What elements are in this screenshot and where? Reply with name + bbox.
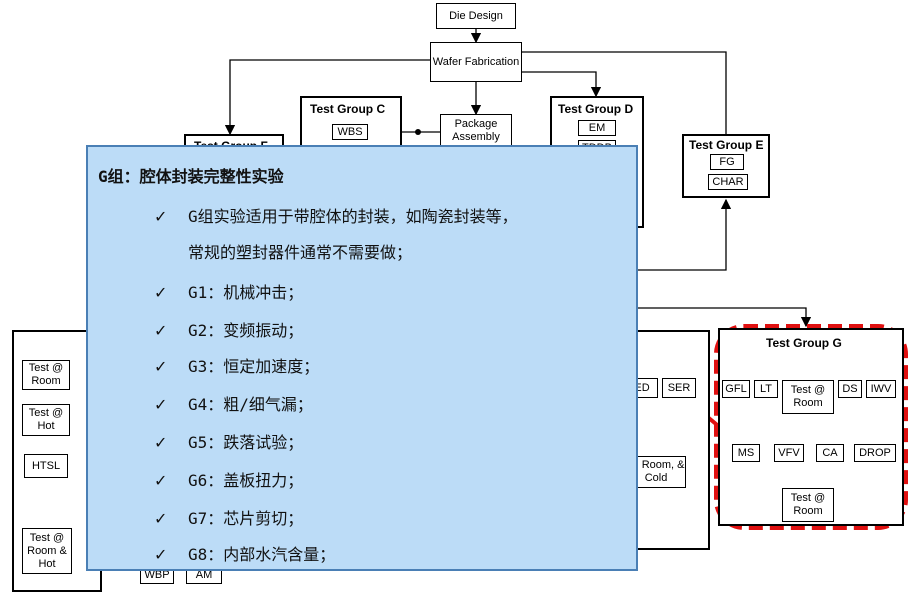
ms-box: MS: [732, 444, 760, 462]
test-hot-box: Test @ Hot: [22, 404, 70, 436]
panel-title: G组：腔体封装完整性实验: [98, 167, 284, 186]
test-room-hot-box: Test @ Room & Hot: [22, 528, 72, 574]
checkmark-icon: ✓: [154, 395, 168, 414]
checkmark-icon: ✓: [154, 321, 168, 340]
wafer-fabrication-box: Wafer Fabrication: [430, 42, 522, 82]
list-item-text: G组实验适用于带腔体的封装，如陶瓷封装等，: [188, 207, 518, 226]
list-item: ✓ G8：内部水汽含量；: [154, 541, 335, 565]
list-item-text: G1：机械冲击；: [188, 283, 304, 302]
list-item-text: G8：内部水汽含量；: [188, 545, 336, 564]
test-group-c-title: Test Group C: [310, 102, 386, 116]
test-group-g-title: Test Group G: [766, 336, 842, 350]
htsl-box: HTSL: [24, 454, 68, 478]
list-item-text: G6：盖板扭力；: [188, 471, 304, 490]
checkmark-icon: ✓: [154, 471, 168, 490]
g-test-room-box: Test @ Room: [782, 380, 834, 414]
list-item-text: G7：芯片剪切；: [188, 509, 304, 528]
list-item: ✓ G3：恒定加速度；: [154, 353, 319, 377]
group-g-description-panel: G组：腔体封装完整性实验 ✓ G组实验适用于带腔体的封装，如陶瓷封装等， 常规的塑…: [86, 145, 638, 571]
package-assembly-box: Package Assembly: [440, 114, 512, 148]
checkmark-icon: ✓: [154, 283, 168, 302]
test-group-d-title: Test Group D: [558, 102, 634, 116]
iwv-box: IWV: [866, 380, 896, 398]
list-item-text: G2：变频振动；: [188, 321, 304, 340]
g-final-test-room-box: Test @ Room: [782, 488, 834, 522]
list-item: ✓ G组实验适用于带腔体的封装，如陶瓷封装等，: [154, 203, 518, 227]
checkmark-icon: ✓: [154, 433, 168, 452]
list-item: ✓ G5：跌落试验；: [154, 429, 303, 453]
vfv-box: VFV: [774, 444, 804, 462]
list-item: ✓ G4：粗/细气漏；: [154, 391, 313, 415]
wbs-box: WBS: [332, 124, 368, 140]
test-group-g: Test Group G GFL LT Test @ Room DS IWV M…: [718, 328, 904, 526]
list-item-text: G3：恒定加速度；: [188, 357, 320, 376]
em-box: EM: [578, 120, 616, 136]
list-item-text: G5：跌落试验；: [188, 433, 304, 452]
ca-box: CA: [816, 444, 844, 462]
list-item-text: G4：粗/细气漏；: [188, 395, 313, 414]
list-item: ✓ G7：芯片剪切；: [154, 505, 303, 529]
test-group-e-title: Test Group E: [689, 138, 764, 152]
checkmark-icon: ✓: [154, 545, 168, 564]
checkmark-icon: ✓: [154, 207, 168, 226]
ds-box: DS: [838, 380, 862, 398]
ser-box: SER: [662, 378, 696, 398]
test-group-e: Test Group E FG CHAR: [682, 134, 770, 198]
list-item-continuation: 常规的塑封器件通常不需要做；: [188, 243, 413, 262]
test-group-c: Test Group C WBS: [300, 96, 402, 152]
drop-box: DROP: [854, 444, 896, 462]
test-room-box: Test @ Room: [22, 360, 70, 390]
list-item: ✓ G6：盖板扭力；: [154, 467, 303, 491]
die-design-box: Die Design: [436, 3, 516, 29]
list-item: ✓ G1：机械冲击；: [154, 279, 303, 303]
checkmark-icon: ✓: [154, 509, 168, 528]
lt-box: LT: [754, 380, 778, 398]
checkmark-icon: ✓: [154, 357, 168, 376]
char-box: CHAR: [708, 174, 748, 190]
gfl-box: GFL: [722, 380, 750, 398]
list-item: ✓ G2：变频振动；: [154, 317, 303, 341]
fg-box: FG: [710, 154, 744, 170]
